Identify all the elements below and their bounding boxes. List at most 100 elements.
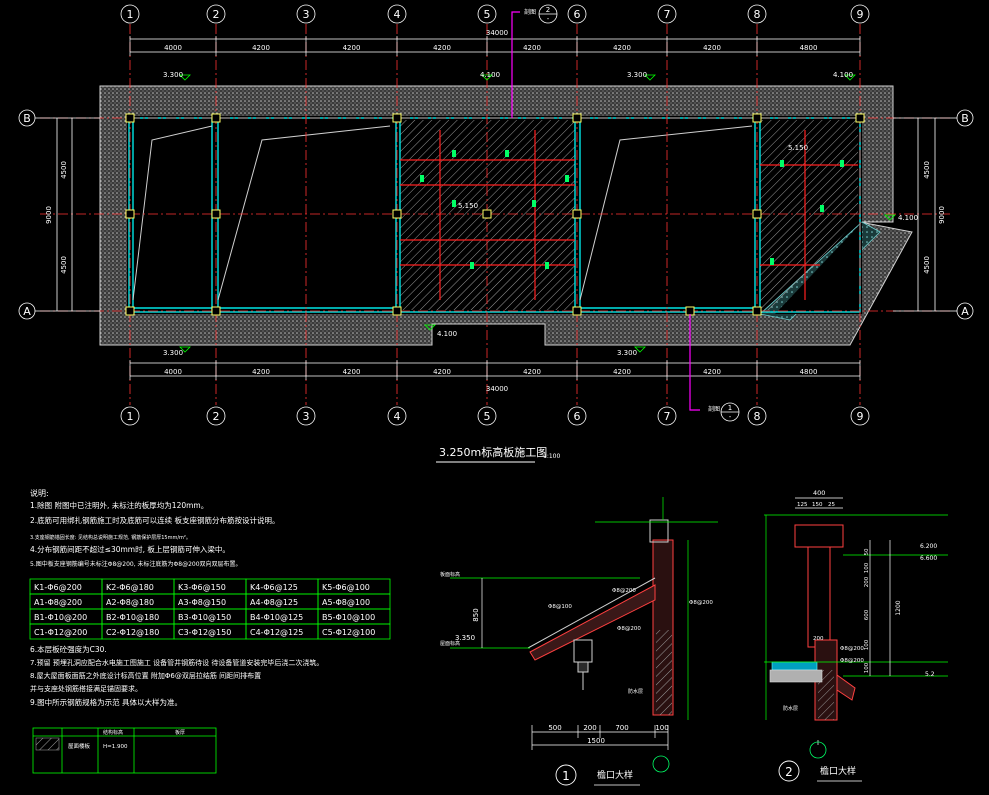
detail2-dim-150: 150 [812, 502, 823, 508]
section-num-top: 2 [546, 6, 550, 14]
note-1: 1.除图 附图中已注明外, 未标注的板厚均为120mm。 [30, 500, 208, 510]
axis-bubble-1 [120, 406, 140, 426]
legend-header-level: 结构标高 [103, 729, 123, 736]
rebar-text-2-3: B4-Φ10@125 [250, 613, 303, 622]
column-3 [572, 113, 582, 123]
column-7 [211, 209, 221, 219]
axis-label-1: 1 [127, 8, 134, 21]
rebar-text-0-4: K5-Φ6@100 [322, 583, 370, 592]
detail2-column [807, 546, 831, 648]
detail-2-eave: 400 125 150 25 6.200 6.600 5.2 50 100 20… [764, 489, 948, 782]
top-span-2: 4200 [343, 44, 361, 52]
rebar-text-3-2: C3-Φ12@150 [178, 628, 231, 637]
section-ref-bottom: - [729, 413, 732, 421]
level-3300-top-right: 3.300 [627, 71, 647, 79]
plan-title: 3.250m标高板施工图 [439, 445, 547, 459]
roof-slope-lines [132, 125, 753, 301]
column-12 [125, 306, 135, 316]
axis-bubble-1 [120, 4, 140, 24]
detail2-label-waterproof: 防水层 [783, 705, 798, 712]
detail2-waterproof [771, 661, 818, 671]
axis-label-3: 3 [303, 410, 310, 423]
detail2-dim-25: 25 [828, 502, 835, 508]
column-9 [482, 209, 492, 219]
axis-bubble-5 [477, 4, 497, 24]
level-5150-zone-89: 5.150 [788, 144, 808, 152]
axis-bubble-5 [477, 406, 497, 426]
side-total-right: 9000 [938, 206, 946, 224]
bottom-span-7: 4800 [800, 368, 818, 376]
rebar-text-3-1: C2-Φ12@180 [106, 628, 159, 637]
axis-label-6: 6 [574, 410, 581, 423]
rebar-text-0-2: K3-Φ6@150 [178, 583, 226, 592]
level-3300-top-left: 3.300 [163, 71, 183, 79]
rebar-text-0-0: K1-Φ6@200 [34, 583, 82, 592]
hatched-slab-89 [760, 120, 858, 310]
detail2-grid-bubble [809, 741, 827, 759]
level-4100-bottom-mid: 4.100 [437, 330, 457, 338]
detail1-dim-height: 850 [472, 608, 480, 621]
level-3300-bottom-right: 3.300 [617, 349, 637, 357]
top-span-0: 4000 [164, 44, 182, 52]
detail2-level-2: 6.600 [920, 555, 937, 562]
detail2-side-100: 100 [864, 562, 870, 573]
column-2 [392, 113, 402, 123]
column-0 [125, 113, 135, 123]
detail-1-eave: 500 200 700 100 1500 850 3.350 板面标高 屋面标高… [440, 497, 718, 786]
column-13 [211, 306, 221, 316]
column-8 [392, 209, 402, 219]
rebar-text-2-2: B3-Φ10@150 [178, 613, 231, 622]
detail1-level: 3.350 [455, 634, 475, 642]
side-total-left: 9000 [45, 206, 53, 224]
detail2-cap [794, 524, 844, 548]
column-1 [211, 113, 221, 123]
top-span-5: 4200 [613, 44, 631, 52]
side-span-left-2: 4500 [60, 256, 68, 274]
detail2-number: 2 [785, 765, 793, 779]
column-17 [752, 306, 762, 316]
detail2-rebar-2: Φ8@200 [840, 658, 864, 664]
detail1-slab-top [527, 577, 656, 649]
column-11 [752, 209, 762, 219]
axis-label-3: 3 [303, 8, 310, 21]
detail2-guides [764, 514, 948, 720]
side-span-right-2: 4500 [923, 256, 931, 274]
column-5 [855, 113, 865, 123]
section-ref-top: - [547, 15, 550, 23]
axis-label-5: 5 [484, 8, 491, 21]
detail2-slope [836, 674, 856, 701]
section-label-bottom: 剖图 [708, 405, 720, 413]
detail1-rebar-2: Φ8@100 [548, 604, 572, 610]
legend-header-thickness: 板厚 [175, 729, 185, 736]
detail2-dim-400: 400 [813, 489, 825, 497]
axis-label-7: 7 [664, 8, 671, 21]
legend-row-name: 屋面楼板 [68, 742, 91, 750]
note-3: 3.支座钢筋锚固长度: 见结构总说明施工规范, 钢筋保护层厚15mm/m²。 [30, 534, 191, 541]
axis-bubble-3 [296, 4, 316, 24]
level-4100-right: 4.100 [898, 214, 918, 222]
note-8b: 并与支座处钢筋搭接满足锚固要求。 [30, 684, 142, 693]
axis-label-7: 7 [664, 410, 671, 423]
detail1-dim-200: 200 [583, 724, 596, 732]
detail1-label-slab: 板面标高 [440, 571, 460, 578]
plan-scale: 1:100 [543, 453, 560, 460]
detail1-label-waterproof: 防水层 [628, 688, 643, 695]
detail2-title: 檐口大样 [820, 765, 856, 777]
legend-hatch-swatch [35, 737, 60, 751]
axis-label-8: 8 [754, 410, 761, 423]
axis-bubble-2 [206, 4, 226, 24]
detail1-dim-total: 1500 [587, 737, 605, 745]
detail2-level-3: 5.2 [925, 671, 935, 678]
rebar-text-2-1: B2-Φ10@180 [106, 613, 159, 622]
detail1-parapet-cap [649, 519, 669, 543]
legend-row-value: H=1.900 [103, 744, 128, 750]
detail1-dim-100: 100 [655, 724, 668, 732]
axis-bubble-4 [387, 406, 407, 426]
axis-label-6: 6 [574, 8, 581, 21]
note-4: 4.分布钢筋间距不超过≤30mm时, 板上层钢筋可伸入梁中。 [30, 544, 230, 554]
bottom-span-4: 4200 [523, 368, 541, 376]
